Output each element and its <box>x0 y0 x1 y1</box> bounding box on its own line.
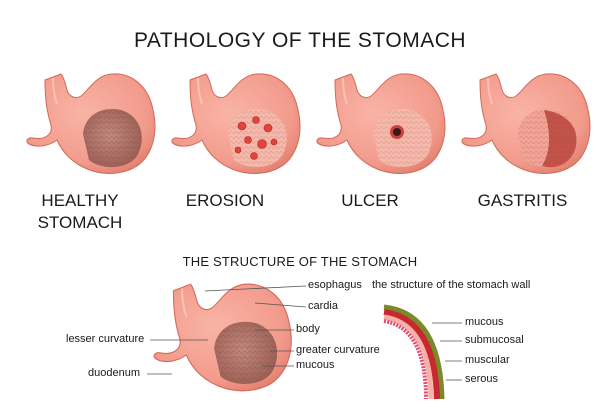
healthy-stomach-illustration <box>25 72 156 175</box>
stomach-wall-diagram <box>383 304 445 400</box>
wall-layer-muscular: muscular <box>465 354 510 366</box>
structure-title: THE STRUCTURE OF THE STOMACH <box>182 254 418 269</box>
ulcer-stomach-illustration <box>315 72 446 175</box>
panel-label-ulcer: ULCER <box>341 191 399 210</box>
panel-label-erosion: EROSION <box>185 191 265 210</box>
wall-layer-submucosal: submucosal <box>465 334 524 346</box>
label-cardia: cardia <box>308 300 338 312</box>
label-esophagus: esophagus <box>308 279 362 291</box>
stomach-structure-illustration <box>152 283 293 392</box>
wall-layer-serous: serous <box>465 373 499 385</box>
label-body: body <box>296 323 320 335</box>
page-title: PATHOLOGY OF THE STOMACH <box>133 29 467 52</box>
label-mucous: mucous <box>296 359 335 371</box>
label-duodenum: duodenum <box>88 367 140 379</box>
panel-label-gastritis: GASTRITIS <box>477 191 568 210</box>
wall-title: the structure of the stomach wall <box>372 279 531 291</box>
wall-layer-mucous: mucous <box>465 316 504 328</box>
gastritis-stomach-illustration <box>460 72 591 175</box>
label-greater-curvature: greater curvature <box>296 344 380 356</box>
erosion-stomach-illustration <box>170 72 301 175</box>
label-lesser-curvature: lesser curvature <box>66 333 145 345</box>
